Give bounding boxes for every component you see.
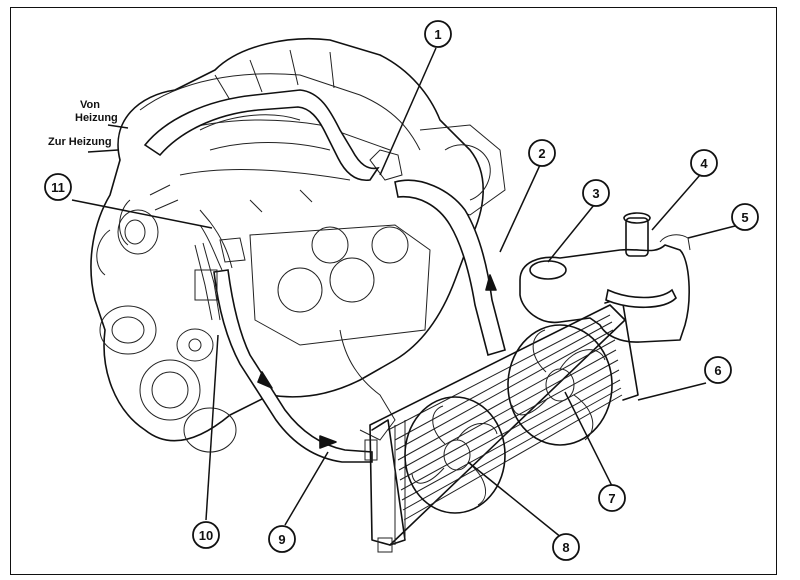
heater-tubes bbox=[194, 221, 233, 321]
svg-text:4: 4 bbox=[700, 156, 708, 171]
leader-10 bbox=[205, 334, 219, 521]
callout-11: 11 bbox=[44, 173, 72, 201]
leader-6 bbox=[637, 382, 707, 401]
callout-1: 1 bbox=[424, 20, 452, 48]
engine-block bbox=[90, 37, 506, 453]
leader-4 bbox=[651, 174, 701, 231]
to-heater-label: Zur Heizung bbox=[48, 136, 112, 148]
leader-5 bbox=[687, 225, 736, 239]
leader-2 bbox=[499, 164, 541, 253]
to-heater-pointer bbox=[87, 149, 119, 153]
fan-8 bbox=[404, 396, 506, 514]
callout-5: 5 bbox=[731, 203, 759, 231]
svg-text:5: 5 bbox=[741, 210, 748, 225]
leader-11 bbox=[71, 199, 213, 229]
callout-6: 6 bbox=[704, 356, 732, 384]
callout-8: 8 bbox=[552, 533, 580, 561]
svg-text:11: 11 bbox=[51, 180, 65, 195]
svg-text:7: 7 bbox=[608, 491, 615, 506]
leader-8 bbox=[467, 461, 563, 539]
callout-7: 7 bbox=[598, 484, 626, 512]
leader-9 bbox=[284, 451, 329, 526]
callout-10: 10 bbox=[192, 521, 220, 549]
from-heater-label-line1: Von bbox=[80, 99, 100, 111]
svg-text:3: 3 bbox=[592, 186, 599, 201]
diagram-frame bbox=[10, 7, 777, 575]
callout-2: 2 bbox=[528, 139, 556, 167]
from-heater-label-line2: Heizung bbox=[75, 112, 118, 124]
expansion-tank bbox=[519, 212, 691, 343]
svg-text:2: 2 bbox=[538, 146, 545, 161]
svg-text:9: 9 bbox=[278, 532, 285, 547]
leader-3 bbox=[547, 204, 595, 263]
fan-7 bbox=[507, 324, 613, 446]
leader-1 bbox=[379, 47, 437, 176]
callout-9: 9 bbox=[268, 525, 296, 553]
from-heater-pointer bbox=[107, 124, 129, 129]
radiator bbox=[364, 297, 639, 553]
callout-3: 3 bbox=[582, 179, 610, 207]
svg-text:1: 1 bbox=[434, 27, 441, 42]
upper-coolant-tube bbox=[143, 89, 380, 182]
callout-4: 4 bbox=[690, 149, 718, 177]
svg-text:6: 6 bbox=[714, 363, 721, 378]
leader-7 bbox=[564, 391, 613, 487]
hose-2 bbox=[394, 179, 506, 357]
svg-text:10: 10 bbox=[199, 528, 213, 543]
svg-text:8: 8 bbox=[562, 540, 569, 555]
hose-9 bbox=[213, 269, 373, 463]
